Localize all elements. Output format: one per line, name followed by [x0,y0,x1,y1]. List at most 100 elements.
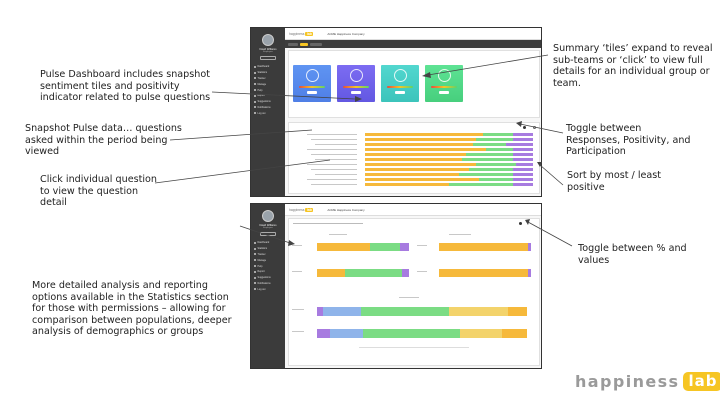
bar-segment [449,307,509,316]
sidebar-item-suggestions[interactable]: Suggestions [251,275,285,281]
responses-bar[interactable] [317,329,527,338]
ann-line: detail [40,197,67,208]
logo-word: happiness [289,31,305,36]
dot-icon [254,65,256,68]
question-bar[interactable] [365,133,533,136]
question-bar[interactable] [365,163,533,166]
dot-icon [254,89,256,92]
ann-line: positive [567,181,605,193]
bar-segment [528,269,531,277]
question-label[interactable] [307,134,357,136]
smiley-icon [349,69,363,82]
question-label[interactable] [315,159,357,161]
tile-view-button[interactable] [439,91,449,95]
question-bar[interactable] [365,153,533,156]
bar-segment [401,269,409,277]
sidebar-item-label: Dashboard [257,241,270,245]
question-label[interactable] [311,184,357,186]
sidebar-item-label: Tracker [257,76,266,80]
percent-values-toggle[interactable] [519,222,522,225]
question-bar[interactable] [365,173,533,176]
smiley-icon [305,69,319,82]
dot-icon [254,276,256,279]
bar-segment [439,269,529,277]
sidebar-item-notifications[interactable]: Notifications [251,280,285,286]
sidebar-item-suggestions[interactable]: Suggestions [251,99,285,105]
bar-segment [365,143,473,146]
positivity-bar[interactable] [317,243,409,251]
responses-bar[interactable] [317,307,527,316]
sidebar-item-tracker[interactable]: Tracker [251,76,285,82]
happiness-lab-logo: happiness lab [575,372,720,391]
tab-3[interactable] [310,42,322,46]
sidebar-item-dashboard[interactable]: Dashboard [251,64,285,70]
profile-button[interactable] [260,232,276,236]
bar-segment [512,173,533,176]
question-label[interactable] [315,144,357,146]
tab-2[interactable] [300,42,308,46]
sidebar-item-manage[interactable]: Manage [251,81,285,87]
ann-line: sub-teams or ‘click’ to view full [553,54,703,66]
sentiment-tile[interactable] [337,65,375,102]
question-bar[interactable] [365,168,533,171]
toggle-button[interactable] [523,126,526,129]
question-label[interactable] [307,164,357,166]
bar-segment [508,307,527,316]
bar-segment [365,173,460,176]
sidebar-item-help[interactable]: Help [251,263,285,269]
question-label[interactable] [307,149,357,151]
ann-line: Sort by most / least [567,170,662,181]
question-label[interactable] [311,154,357,156]
sidebar-item-statistics[interactable]: Statistics [251,70,285,76]
question-bar[interactable] [365,158,533,161]
sidebar-item-label: Manage [257,82,267,86]
question-label[interactable] [307,179,357,181]
question-bar[interactable] [365,143,533,146]
tab-1[interactable] [288,42,298,46]
tile-view-button[interactable] [351,91,361,95]
sidebar-item-statistics[interactable]: Statistics [251,246,285,252]
sidebar-item-logout[interactable]: Log out [251,286,285,292]
bar-segment [472,143,507,146]
bar-segment [469,168,513,171]
positivity-bar[interactable] [317,269,409,277]
sentiment-tile[interactable] [381,65,419,102]
app-logo: happiness lab [289,31,314,36]
tile-view-button[interactable] [307,91,317,95]
bar-segment [528,243,531,251]
bar-segment [516,163,533,166]
question-label[interactable] [311,139,357,141]
question-bar[interactable] [365,148,533,151]
bar-segment [317,269,345,277]
sentiment-tile[interactable] [425,65,463,102]
company-name: ACME Happiness Company [327,31,365,36]
sort-toggle[interactable] [533,126,536,129]
question-label[interactable] [315,174,357,176]
question-bar[interactable] [365,178,533,181]
tile-view-button[interactable] [395,91,405,95]
participation-bar[interactable] [439,269,531,277]
dot-icon [254,100,256,103]
sidebar-item-manage[interactable]: Manage [251,257,285,263]
sidebar: David Williams Employee Dashboard Statis… [251,28,285,196]
profile-button[interactable] [260,56,276,60]
sidebar-item-tracker[interactable]: Tracker [251,252,285,258]
question-bar[interactable] [365,183,533,186]
sidebar-item-report[interactable]: Report [251,269,285,275]
bar-segment [365,163,476,166]
chart-title [399,297,419,299]
participation-bar[interactable] [439,243,531,251]
dot-icon [254,112,256,115]
bar-segment [465,153,513,156]
ann-line: Pulse Dashboard includes snapshot [40,69,210,80]
sidebar-item-logout[interactable]: Log out [251,110,285,116]
bar-segment [482,133,513,136]
question-bar[interactable] [365,138,533,141]
statistics-panel [288,218,540,366]
sidebar-item-notifications[interactable]: Notifications [251,104,285,110]
sidebar-item-help[interactable]: Help [251,87,285,93]
sentiment-tile[interactable] [293,65,331,102]
question-label[interactable] [311,169,357,171]
sidebar-item-label: Statistics [257,247,268,251]
bar-segment [365,168,470,171]
